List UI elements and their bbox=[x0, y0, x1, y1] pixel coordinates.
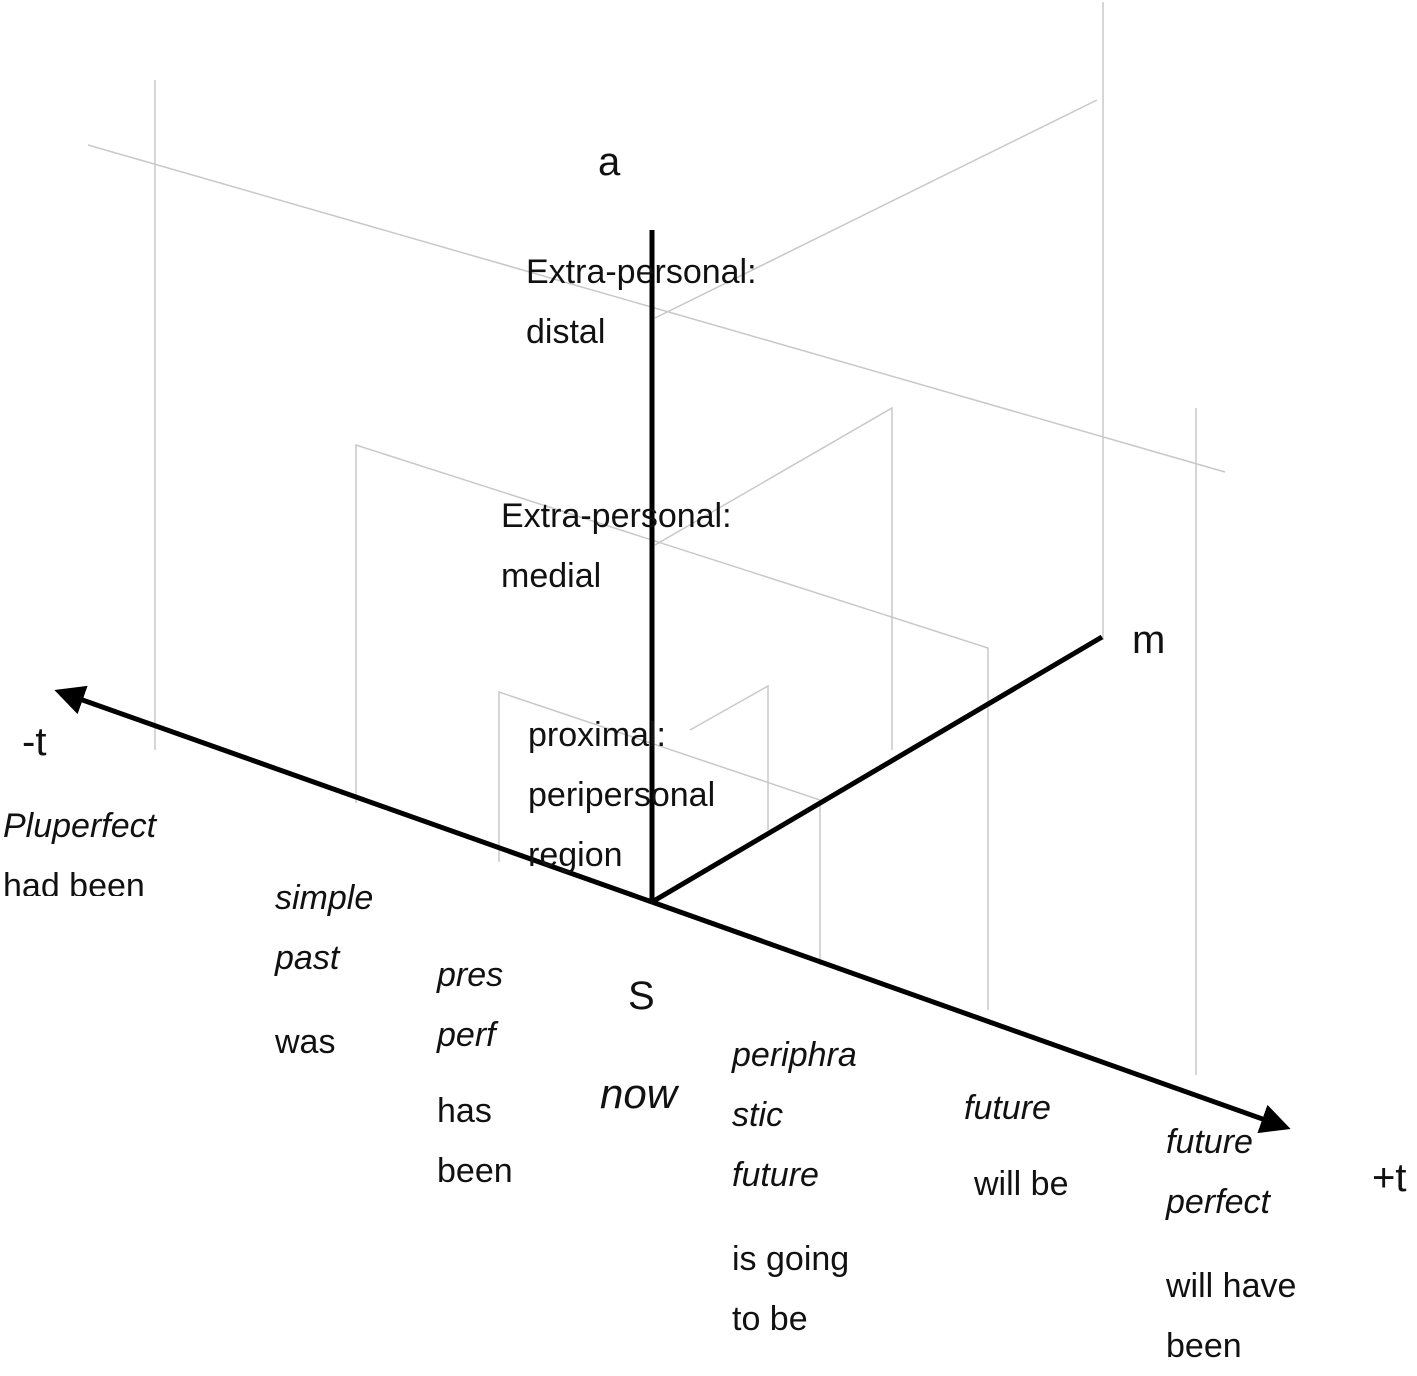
origin-label: S bbox=[628, 974, 655, 1018]
tense-name: Pluperfect bbox=[3, 807, 157, 845]
region-label-line: Extra-personal: bbox=[501, 497, 732, 535]
proximal-region-outline bbox=[498, 690, 821, 965]
tense-form: has bbox=[437, 1092, 492, 1130]
region-label-line: Extra-personal: bbox=[526, 253, 757, 291]
proximal-region-outline bbox=[689, 684, 769, 830]
pos-t-axis bbox=[651, 899, 1291, 1134]
region-label-line: peripersonal bbox=[528, 776, 716, 814]
region-label-line: distal bbox=[526, 313, 606, 351]
pos-t-axis-label: +t bbox=[1372, 1156, 1407, 1200]
region-label-line: medial bbox=[501, 557, 602, 595]
tense-form: is going bbox=[732, 1240, 850, 1278]
tense-form: was bbox=[275, 1023, 336, 1061]
m-axis bbox=[650, 634, 1104, 905]
tense-name: simple bbox=[275, 879, 374, 917]
tense-name: perf bbox=[437, 1016, 496, 1054]
tense-name: periphra bbox=[732, 1036, 857, 1074]
future-perfect-label: future perfect will have been bbox=[1166, 1112, 1296, 1376]
tense-name: stic bbox=[732, 1096, 783, 1134]
tense-form: will be bbox=[974, 1165, 1069, 1196]
tense-form: been bbox=[1166, 1327, 1242, 1365]
region-label-line: proximal: bbox=[528, 716, 666, 754]
present-perfect-label: pres perf has been bbox=[437, 945, 513, 1201]
neg-t-axis-label: -t bbox=[22, 720, 47, 764]
region-label-line: region bbox=[528, 836, 623, 874]
a-axis-label: a bbox=[598, 140, 621, 184]
tense-form: will have bbox=[1166, 1267, 1297, 1305]
distal-region-outline bbox=[87, 144, 1226, 473]
now-label: now bbox=[600, 1070, 678, 1117]
tense-name: perfect bbox=[1166, 1183, 1270, 1221]
distal-region-label: Extra-personal: distal bbox=[526, 242, 757, 362]
neg-t-axis bbox=[54, 685, 653, 905]
tense-form: had been bbox=[3, 867, 145, 896]
tense-name: past bbox=[275, 939, 340, 977]
medial-region-outline bbox=[355, 443, 989, 1010]
simple-past-label: simple past was bbox=[275, 868, 373, 1072]
tense-form: been bbox=[437, 1152, 513, 1190]
medial-region-outline bbox=[654, 406, 893, 750]
tense-name: pres bbox=[437, 956, 504, 994]
tense-name: future bbox=[732, 1156, 819, 1194]
proximal-region-label: proximal: peripersonal region bbox=[528, 705, 715, 885]
future-label: future will be bbox=[964, 1078, 1068, 1196]
distal-region-outline bbox=[654, 99, 1098, 319]
tense-form: to be bbox=[732, 1300, 808, 1338]
pluperfect-label: Pluperfect had been bbox=[3, 796, 156, 896]
periphrastic-future-label: periphra stic future is going to be bbox=[732, 1025, 857, 1349]
tense-name: future bbox=[964, 1089, 1051, 1127]
m-axis-label: m bbox=[1132, 618, 1166, 662]
medial-region-label: Extra-personal: medial bbox=[501, 486, 732, 606]
tense-name: future bbox=[1166, 1123, 1253, 1161]
